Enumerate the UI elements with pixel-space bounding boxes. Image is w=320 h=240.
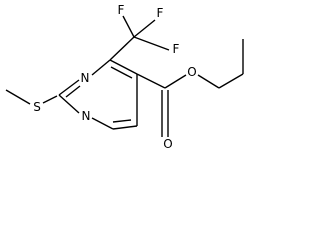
bond-cf3-f-right [133, 36, 170, 51]
atom-label-s: S [33, 100, 41, 114]
bond-methyl-s [5, 89, 31, 105]
bond-carbonyl-o-ester [164, 74, 187, 89]
bond-o-ch2 [197, 74, 220, 89]
chemical-structure-diagram: S N N F F F O O [5, 3, 244, 151]
atom-label-o-carbonyl: O [163, 137, 172, 151]
bond-c6-cf3 [109, 36, 135, 61]
bond-c2-n3 [58, 94, 80, 114]
bond-c6-c5-inner [110, 66, 133, 79]
bond-c5-carbonyl [136, 73, 166, 89]
bond-cf3-f-top-left [122, 15, 135, 38]
bond-n3-c4 [91, 117, 114, 130]
atom-label-o-ester: O [187, 65, 196, 79]
bond-c2-n1 [58, 79, 80, 96]
bond-ch2-ch3 [218, 73, 244, 89]
bond-c6-c5 [109, 59, 138, 75]
atom-label-n3: N [82, 109, 91, 123]
bond-c4-n3-outer [112, 125, 138, 130]
bond-c2-n1-inner [65, 85, 81, 98]
atom-label-f-top-right: F [157, 6, 164, 20]
bond-n1-c6 [91, 59, 111, 76]
atom-label-n1: N [81, 71, 90, 85]
atom-label-f-right: F [173, 42, 180, 56]
bond-s-c2 [42, 95, 58, 104]
bond-c4-n3-inner [112, 119, 132, 123]
atom-label-f-top-left: F [118, 3, 125, 17]
bond-cf3-f-top-right [133, 19, 156, 38]
